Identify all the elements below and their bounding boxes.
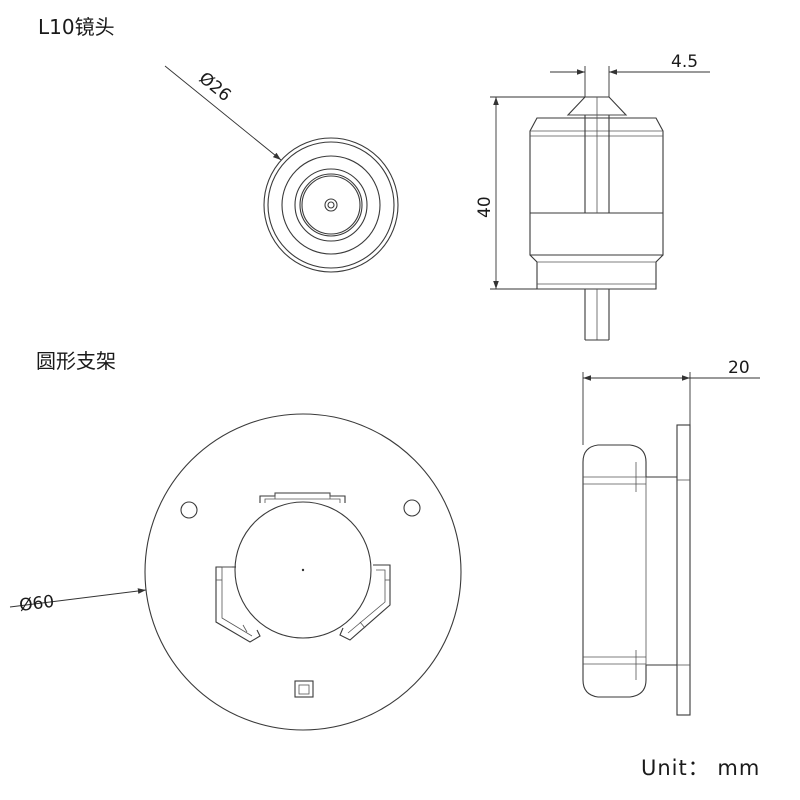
mount-depth-dimension: 20 [582, 358, 760, 445]
lens-height-dimension: 40 [475, 96, 585, 290]
mount-depth-label: 20 [728, 358, 750, 378]
mount-diameter-dimension: Ø60 [9, 588, 147, 616]
lens-height-label: 40 [475, 196, 495, 218]
lens-section-title: L10镜头 [38, 15, 115, 39]
lens-side-view [529, 96, 664, 341]
lens-diameter-label: Ø26 [195, 68, 235, 106]
mount-section-title: 圆形支架 [36, 349, 116, 373]
mount-side-view [582, 424, 691, 716]
unit-label: Unit： mm [641, 756, 760, 780]
lens-front-view [263, 137, 399, 273]
lens-tip-label: 4.5 [671, 52, 698, 72]
mount-front-view [144, 413, 462, 731]
lens-diameter-dimension: Ø26 [164, 65, 282, 161]
lens-tip-dimension: 4.5 [550, 52, 710, 97]
mount-diameter-label: Ø60 [18, 592, 55, 616]
